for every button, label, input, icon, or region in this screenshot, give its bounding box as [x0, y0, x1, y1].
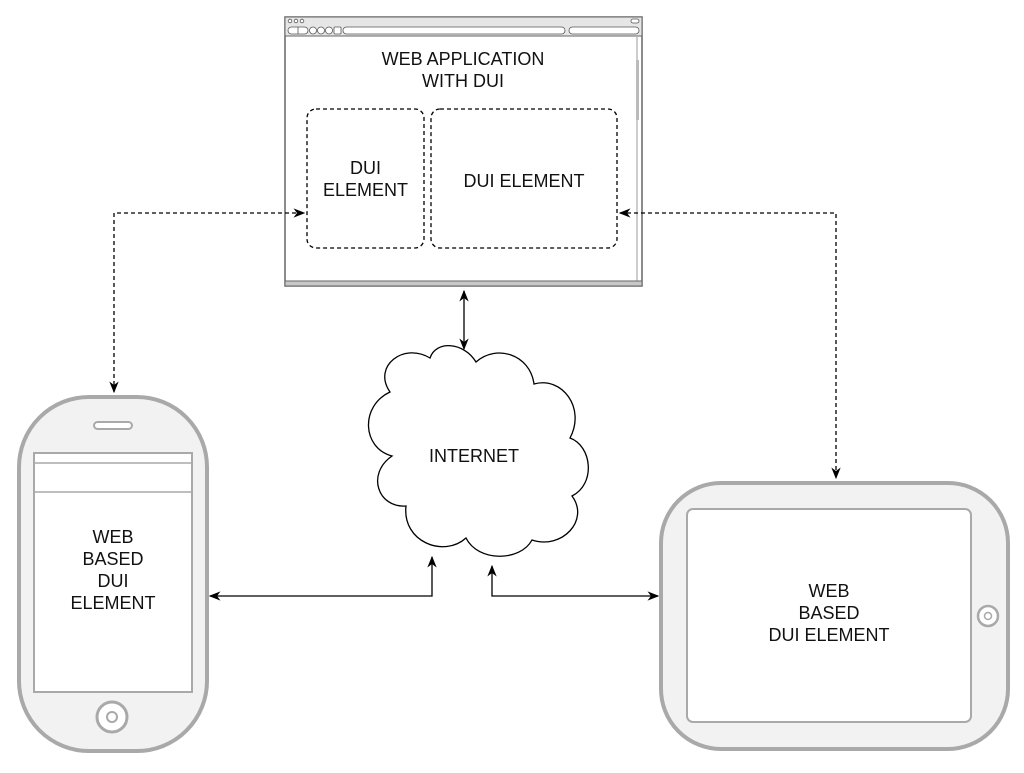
dui-element-right-line: DUI ELEMENT [463, 171, 585, 191]
dui-element-right-box [430, 108, 618, 249]
internet-label: INTERNET [414, 445, 534, 467]
web-application-title-line-1: WEB APPLICATION [381, 49, 545, 69]
phone-label: WEB BASED DUI ELEMENT [34, 526, 192, 614]
tablet-label-line-1: WEB [808, 581, 850, 601]
bookmark-icon [325, 26, 333, 35]
connector-phone-internet [208, 555, 437, 601]
window-control-icon [299, 18, 305, 24]
window-resize-icon [630, 18, 640, 24]
tablet-screen [686, 508, 972, 723]
dashed-connector-phone-dui [109, 208, 306, 394]
tablet-label: WEB BASED DUI ELEMENT [687, 580, 971, 646]
phone-label-line-3: DUI [97, 571, 129, 591]
address-bar [342, 26, 566, 35]
tablet-label-line-2: BASED [798, 603, 860, 623]
web-application-title: WEB APPLICATION WITH DUI [343, 48, 583, 92]
connector-internet-tablet [487, 564, 660, 601]
home-icon [317, 26, 325, 35]
phone-label-line-4: ELEMENT [70, 593, 156, 613]
phone-screen [33, 452, 193, 693]
reload-icon [309, 26, 317, 35]
phone-label-line-1: WEB [92, 527, 134, 547]
window-control-icon [293, 18, 299, 24]
phone-label-line-2: BASED [82, 549, 144, 569]
dui-element-left-line-2: ELEMENT [322, 180, 409, 200]
tablet-device [659, 481, 1010, 751]
dui-element-left-line-1: DUI [350, 158, 381, 178]
search-bar [568, 26, 640, 35]
add-tab-icon [333, 26, 342, 35]
smartphone-device [17, 395, 209, 753]
phone-home-button-icon [95, 700, 129, 734]
browser-status-bar [284, 280, 643, 287]
tablet-home-button-icon [976, 604, 1000, 628]
dashed-connector-tablet-dui [618, 208, 841, 480]
dui-element-left-label: DUI ELEMENT [307, 157, 424, 201]
web-application-title-line-2: WITH DUI [422, 71, 504, 91]
tablet-label-line-3: DUI ELEMENT [768, 625, 890, 645]
internet-cloud [367, 345, 589, 557]
phone-speaker [93, 421, 133, 430]
window-control-icon [287, 18, 293, 24]
internet-label-text: INTERNET [429, 446, 519, 466]
dui-element-right-label: DUI ELEMENT [431, 170, 617, 192]
scrollbar-thumb [636, 60, 639, 120]
browser-window [284, 16, 643, 287]
dui-element-left-box [306, 108, 425, 249]
